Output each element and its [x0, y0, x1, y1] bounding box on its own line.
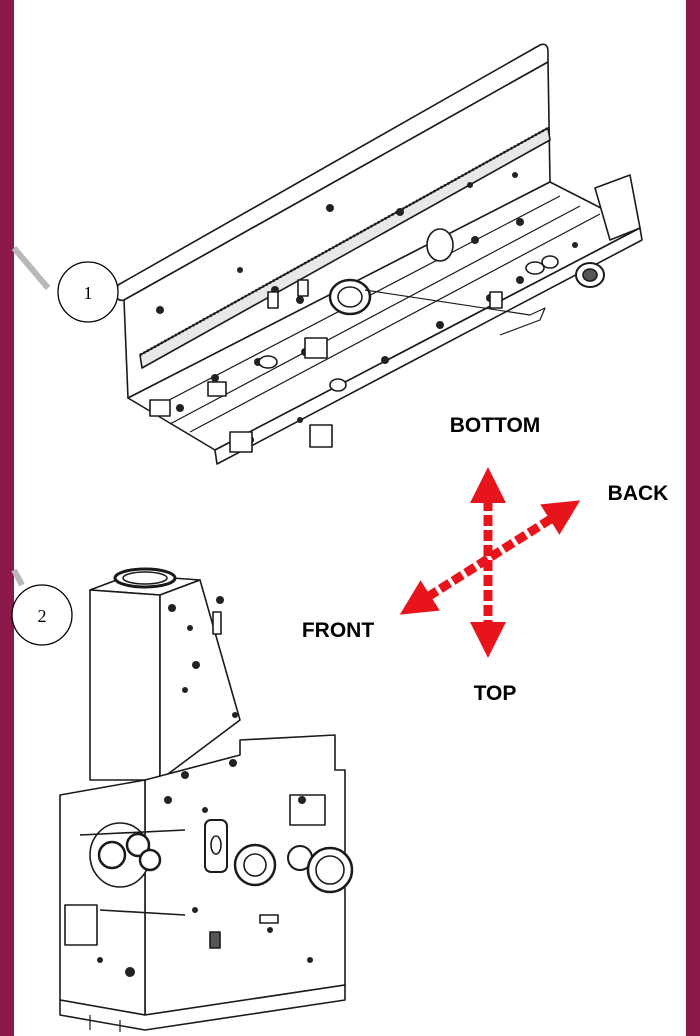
back-label: BACK: [608, 482, 669, 505]
bottom-label: BOTTOM: [450, 414, 541, 437]
callout-1-leader: [11, 246, 51, 290]
rail-assembly-drawing: [115, 43, 643, 465]
callout-2-circle: [11, 584, 73, 646]
callout-1-number: 1: [84, 283, 93, 303]
orientation-arrows-icon: [399, 467, 581, 658]
callout-2-leader: [11, 568, 25, 587]
callout-2-number: 2: [38, 606, 47, 626]
front-label: FRONT: [302, 619, 374, 642]
frame-border-right: [686, 0, 700, 1036]
housing-assembly-drawing: [59, 567, 354, 1032]
top-label: TOP: [474, 682, 517, 705]
frame-border-left: [0, 0, 14, 1036]
callout-1-circle: [57, 261, 119, 323]
